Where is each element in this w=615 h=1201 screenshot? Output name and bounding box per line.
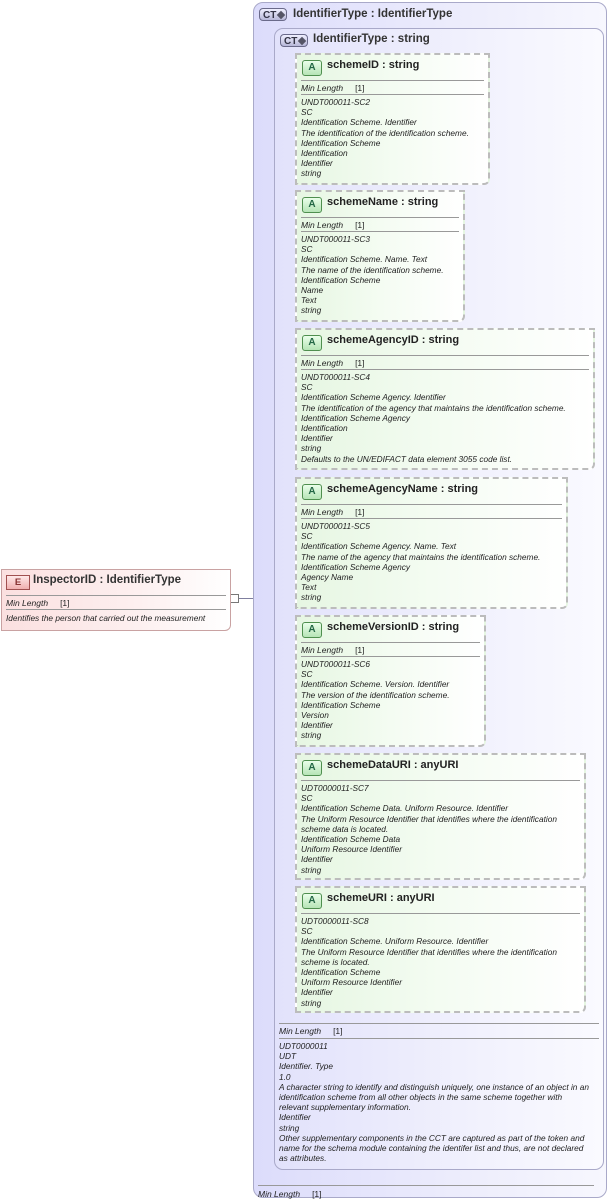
attribute-title: schemeID : string xyxy=(327,59,420,71)
min-length-facet: Min Length[1] xyxy=(279,1026,343,1036)
divider xyxy=(301,94,484,95)
attribute-icon: A xyxy=(302,60,322,76)
attribute-icon: A xyxy=(302,760,322,776)
divider xyxy=(301,656,480,657)
min-length-facet: Min Length[1] xyxy=(301,507,365,517)
attribute-scheme-id[interactable]: A schemeID : string Min Length[1] UNDT00… xyxy=(295,53,490,185)
divider xyxy=(301,504,562,505)
divider xyxy=(279,1023,599,1024)
min-length-facet: Min Length[1] xyxy=(301,220,365,230)
attribute-icon: A xyxy=(302,622,322,638)
complex-type-icon: CT xyxy=(259,8,287,21)
min-length-facet: Min Length[1] xyxy=(258,1189,322,1199)
element-title: InspectorID : IdentifierType xyxy=(33,574,182,586)
attribute-title: schemeAgencyID : string xyxy=(327,334,460,346)
min-length-facet: Min Length[1] xyxy=(301,358,365,368)
divider xyxy=(301,355,589,356)
inner-type-documentation: UDT0000011 UDT Identifier. Type 1.0 A ch… xyxy=(279,1041,589,1164)
attribute-scheme-agency-id[interactable]: A schemeAgencyID : string Min Length[1] … xyxy=(295,328,595,470)
attribute-icon: A xyxy=(302,484,322,500)
expand-toggle-icon[interactable] xyxy=(230,594,239,603)
divider xyxy=(301,217,459,218)
divider xyxy=(6,595,226,596)
divider xyxy=(301,231,459,232)
divider xyxy=(301,642,480,643)
attribute-scheme-name[interactable]: A schemeName : string Min Length[1] UNDT… xyxy=(295,190,465,322)
attribute-title: schemeName : string xyxy=(327,196,439,208)
attribute-title: schemeURI : anyURI xyxy=(327,892,435,904)
attribute-title: schemeAgencyName : string xyxy=(327,483,479,495)
attribute-icon: A xyxy=(302,893,322,909)
element-documentation: Identifies the person that carried out t… xyxy=(6,613,206,623)
element-inspector-id[interactable]: E InspectorID : IdentifierType Min Lengt… xyxy=(1,569,231,631)
min-length-facet: Min Length[1] xyxy=(6,598,70,608)
complex-type-title: IdentifierType : IdentifierType xyxy=(293,8,453,20)
divider xyxy=(301,80,484,81)
divider xyxy=(301,913,580,914)
divider xyxy=(301,518,562,519)
element-icon: E xyxy=(6,575,30,590)
inner-type-title: IdentifierType : string xyxy=(313,33,430,45)
divider xyxy=(279,1038,599,1039)
divider xyxy=(6,609,226,610)
complex-type-icon: CT xyxy=(280,34,308,47)
divider xyxy=(301,369,589,370)
attribute-scheme-agency-name[interactable]: A schemeAgencyName : string Min Length[1… xyxy=(295,477,568,609)
divider xyxy=(258,1185,594,1186)
attribute-title: schemeVersionID : string xyxy=(327,621,460,633)
attribute-icon: A xyxy=(302,335,322,351)
min-length-facet: Min Length[1] xyxy=(301,645,365,655)
attribute-scheme-version-id[interactable]: A schemeVersionID : string Min Length[1]… xyxy=(295,615,486,747)
divider xyxy=(301,780,580,781)
min-length-facet: Min Length[1] xyxy=(301,83,365,93)
attribute-icon: A xyxy=(302,197,322,213)
attribute-title: schemeDataURI : anyURI xyxy=(327,759,459,771)
